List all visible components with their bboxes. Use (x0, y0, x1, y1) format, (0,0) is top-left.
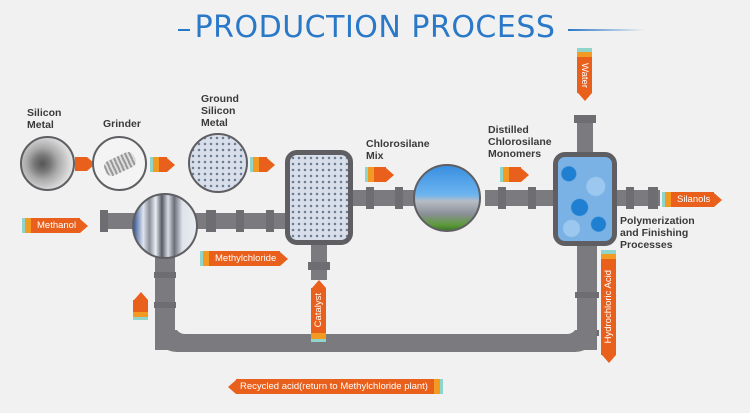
pipe-joint (206, 210, 216, 232)
label-line: Processes (620, 239, 673, 251)
tag-catalyst-label: Catalyst (313, 293, 324, 328)
pipe-joint (100, 210, 108, 232)
pipe-joint (648, 187, 658, 209)
pipe-joint (395, 187, 403, 209)
label-line: Metal (27, 119, 54, 131)
label-polymerization: Polymerization and Finishing Processes (620, 215, 695, 251)
tag-recycled-acid-label: Recycled acid(return to Methylchloride p… (236, 379, 434, 394)
label-line: Mix (366, 150, 384, 162)
pipe-distill-to-poly (485, 190, 555, 206)
pipe-joint (626, 187, 634, 209)
label-line: Distilled (488, 124, 529, 136)
label-line: Ground (201, 93, 239, 105)
pipe-joint (154, 302, 176, 308)
polymerization-reactor (553, 152, 617, 246)
pipe-joint (308, 262, 330, 270)
pipe-joint (574, 115, 596, 123)
tag-water-label: Water (579, 62, 590, 88)
pipe-mix-to-distill (350, 190, 415, 206)
label-line: Silicon (27, 107, 62, 119)
label-line: Metal (201, 117, 228, 129)
grinder-image (92, 136, 147, 191)
tag-methanol-label: Methanol (31, 218, 81, 233)
arrow-silicon-to-grinder (75, 157, 95, 171)
label-line: Polymerization (620, 215, 695, 227)
arrow-mix (365, 167, 394, 182)
pipe-recycle-inner (175, 320, 577, 334)
chlorosilane-reactor (285, 150, 353, 245)
page-title: PRODUCTION PROCESS (194, 10, 556, 45)
grinder-rods-icon (102, 149, 138, 179)
arrow-recycle-up (133, 292, 148, 320)
title-left-rule (178, 29, 190, 31)
label-distilled-monomers: Distilled Chlorosilane Monomers (488, 124, 552, 160)
pipe-water-inlet (577, 115, 593, 155)
label-line: and Finishing (620, 227, 689, 239)
label-grinder: Grinder (103, 118, 141, 130)
tag-silanols-label: Silanols (671, 192, 715, 207)
label-line: Chlorosilane (366, 138, 430, 150)
tag-hydrochloric-acid-label: Hydrochloric Acid (603, 270, 614, 344)
pipe-methanol-reactor (100, 213, 140, 229)
tag-catalyst: Catalyst (311, 280, 326, 342)
ground-silicon-image (188, 133, 248, 193)
pipe-joint (528, 187, 536, 209)
title-right-rule (568, 29, 644, 31)
pipe-joint (266, 210, 274, 232)
pipe-joint (236, 210, 244, 232)
arrow-monomers (500, 167, 529, 182)
label-line: Chlorosilane (488, 136, 552, 148)
label-silicon-metal: Silicon Metal (27, 107, 61, 131)
arrow-ground-to-reactor (250, 157, 275, 172)
distillation-plant-image (413, 164, 481, 232)
tag-hydrochloric-acid: Hydrochloric Acid (601, 250, 616, 363)
label-chlorosilane-mix: Chlorosilane Mix (366, 138, 430, 162)
tag-recycled-acid: Recycled acid(return to Methylchloride p… (228, 379, 443, 394)
pipe-recycle-bottom (155, 330, 597, 352)
pipe-joint (575, 292, 599, 298)
tag-methylchloride-label: Methylchloride (209, 251, 281, 266)
pipe-joint (154, 272, 176, 278)
tag-methylchloride: Methylchloride (200, 251, 289, 266)
silicon-metal-image (20, 136, 75, 191)
tag-methanol: Methanol (22, 218, 89, 233)
label-ground-silicon-metal: Ground Silicon Metal (201, 93, 239, 129)
label-line: Monomers (488, 148, 542, 160)
pipe-joint (366, 187, 374, 209)
tag-water: Water (577, 48, 592, 101)
pipe-joint (498, 187, 506, 209)
arrow-grinder-to-ground (150, 157, 175, 172)
tag-silanols: Silanols (662, 192, 723, 207)
methylchloride-reactor-image (132, 193, 198, 259)
label-line: Silicon (201, 105, 236, 117)
